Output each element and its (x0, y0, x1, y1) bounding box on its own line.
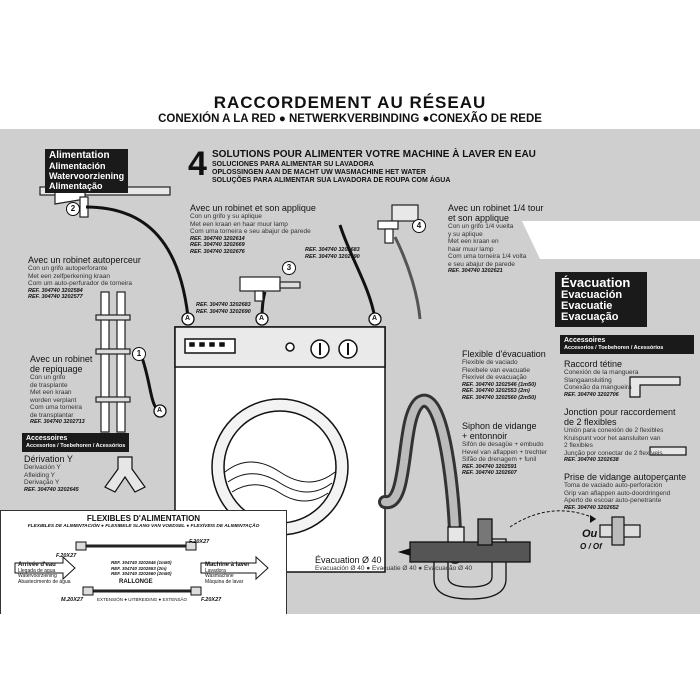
raccord-tetine-block: Raccord tétine Conexión de la manguera S… (564, 359, 639, 398)
accessory-icons (629, 376, 687, 456)
flexibles-refs: REF. 304740 3202546 (1m50) REF. 304740 3… (111, 560, 172, 576)
marker-a: A (157, 407, 163, 414)
accessoires-right-header: Accessoires Accesorios / Toebehoren / Ac… (560, 335, 694, 354)
applique-refs-lower: REF. 304740 3202683 REF. 304740 3202690 (196, 302, 251, 315)
page-subtitle: CONEXIÓN A LA RED ● NETWERKVERBINDING ●C… (158, 113, 542, 125)
applique-block: Avec un robinet et son applique Con un g… (190, 203, 316, 255)
marker-4: 4 (412, 219, 426, 233)
marker-1: 1 (132, 347, 146, 361)
siphon-block: Siphon de vidange + entonnoir Sifón de d… (462, 421, 548, 476)
rallonge-sub-label: EXTENSIÓN ● UITBREIDING ● EXTENSÃO (97, 597, 187, 602)
repiquage-block: Avec un robinet de repiquage Con un grif… (30, 354, 93, 425)
vertical-pipes-left (95, 291, 131, 433)
solutions-heading: SOLUTIONS POUR ALIMENTER VOTRE MACHINE À… (212, 149, 536, 184)
prise-vidange-block: Prise de vidange autoperçante Toma de va… (564, 472, 687, 511)
arrivee-eau-label: Arrivée d'eau Llegada de agua Watervoorz… (18, 562, 71, 585)
fitting-label-f2: F.20X27 (56, 553, 77, 559)
or-label: Ou (582, 528, 598, 540)
marker-a: A (259, 315, 265, 322)
or-label-translations: O / Of (580, 542, 602, 551)
alternative-arrow (509, 510, 597, 528)
page-title: RACCORDEMENT AU RÉSEAU (213, 93, 487, 112)
connection-diagram: RACCORDEMENT AU RÉSEAU CONEXIÓN A LA RED… (0, 87, 700, 614)
fitting-label-f1: F.20X27 (189, 539, 210, 545)
quarter-refs-left: REF. 304740 3202683 REF. 304740 3202690 (305, 247, 360, 260)
evacuation-label: Évacuation Evacuación Evacuatie Evacuaçã… (555, 272, 647, 327)
y-derivation-icon (104, 456, 146, 493)
flexibles-panel: FLEXIBLES D'ALIMENTATION FLEXIBLES DE AL… (0, 510, 287, 614)
flexibles-subtitle: FLEXIBLES DE ALIMENTACIÓN ● FLEXIBELE SL… (27, 524, 260, 529)
title-band (0, 87, 700, 129)
flexible-evacuation-block: Flexible d'évacuation Flexible de vaciad… (462, 349, 546, 401)
fitting-label-f4: F.20X27 (201, 597, 222, 603)
rallonge-label: RALLONGE (119, 579, 153, 585)
y-derivation-block: Dérivation Y Derivación Y Afleiding Y De… (24, 454, 79, 493)
washing-machine (174, 326, 386, 573)
accessoires-left-header: Accessoires Accesorios / Toebehoren / Ac… (22, 433, 130, 452)
flexibles-title: FLEXIBLES D'ALIMENTATION (86, 514, 201, 523)
marker-2: 2 (66, 202, 80, 216)
evacuation-pipe (397, 518, 531, 563)
prise-illustration (599, 516, 641, 546)
autoperceur-block: Avec un robinet autoperceur Con un grifo… (28, 255, 141, 300)
evacuation-40-label: Évacuation Ø 40 Evacuación Ø 40 ● Evacua… (315, 555, 473, 572)
marker-3: 3 (282, 261, 296, 275)
applique-tap-illustration (239, 276, 301, 302)
quarter-tap-illustration (377, 204, 419, 244)
connection-markers (153, 312, 382, 418)
solutions-number: 4 (188, 145, 207, 183)
jonction-block: Jonction pour raccordement de 2 flexible… (564, 407, 676, 463)
flexibles-artwork (14, 541, 269, 596)
machine-label: Machine à laver Lavadora Wasmachine Máqu… (205, 562, 250, 585)
diagram-artwork (0, 87, 700, 614)
alimentation-label: Alimentation Alimentación Watervoorzieni… (45, 149, 129, 193)
marker-a: A (372, 315, 378, 322)
marker-a: A (185, 315, 191, 322)
fitting-label-m: M.20X27 (61, 597, 84, 603)
quarter-turn-block: Avec un robinet 1/4 tour et son applique… (448, 203, 544, 274)
